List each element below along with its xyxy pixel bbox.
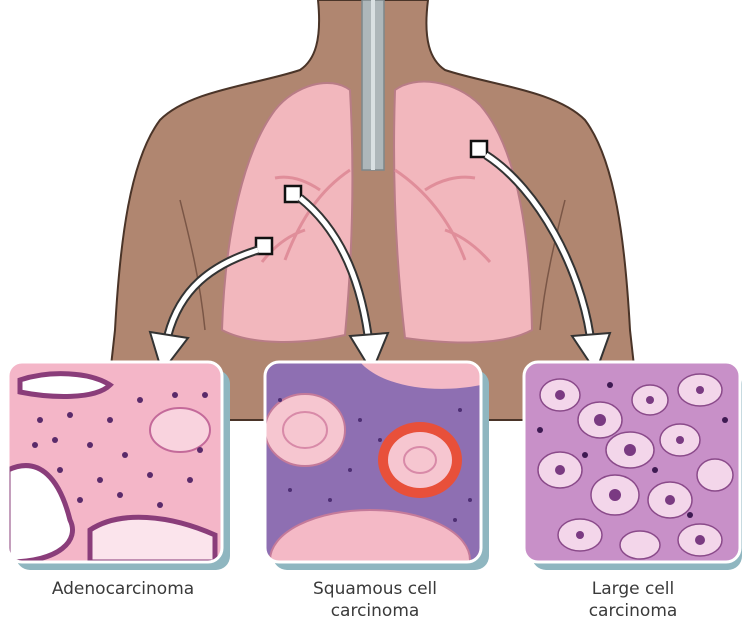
squamous-cell-carcinoma-label: Squamous cell carcinoma: [270, 578, 480, 622]
panel-large-cell: [524, 362, 742, 570]
large-cell-carcinoma-label: Large cell carcinoma: [528, 578, 738, 622]
large-cell-label-line-2: carcinoma: [528, 600, 738, 622]
adenocarcinoma-label-line: Adenocarcinoma: [18, 578, 228, 600]
squamous-label-line-1: Squamous cell: [270, 578, 480, 600]
panel-squamous: [265, 362, 489, 610]
marker-squamous: [285, 186, 301, 202]
large-cell-label-line-1: Large cell: [528, 578, 738, 600]
marker-large-cell: [471, 141, 487, 157]
trachea: [362, 0, 384, 170]
squamous-label-line-2: carcinoma: [270, 600, 480, 622]
adenocarcinoma-label: Adenocarcinoma: [18, 578, 228, 600]
panel-adenocarcinoma: [8, 362, 230, 570]
